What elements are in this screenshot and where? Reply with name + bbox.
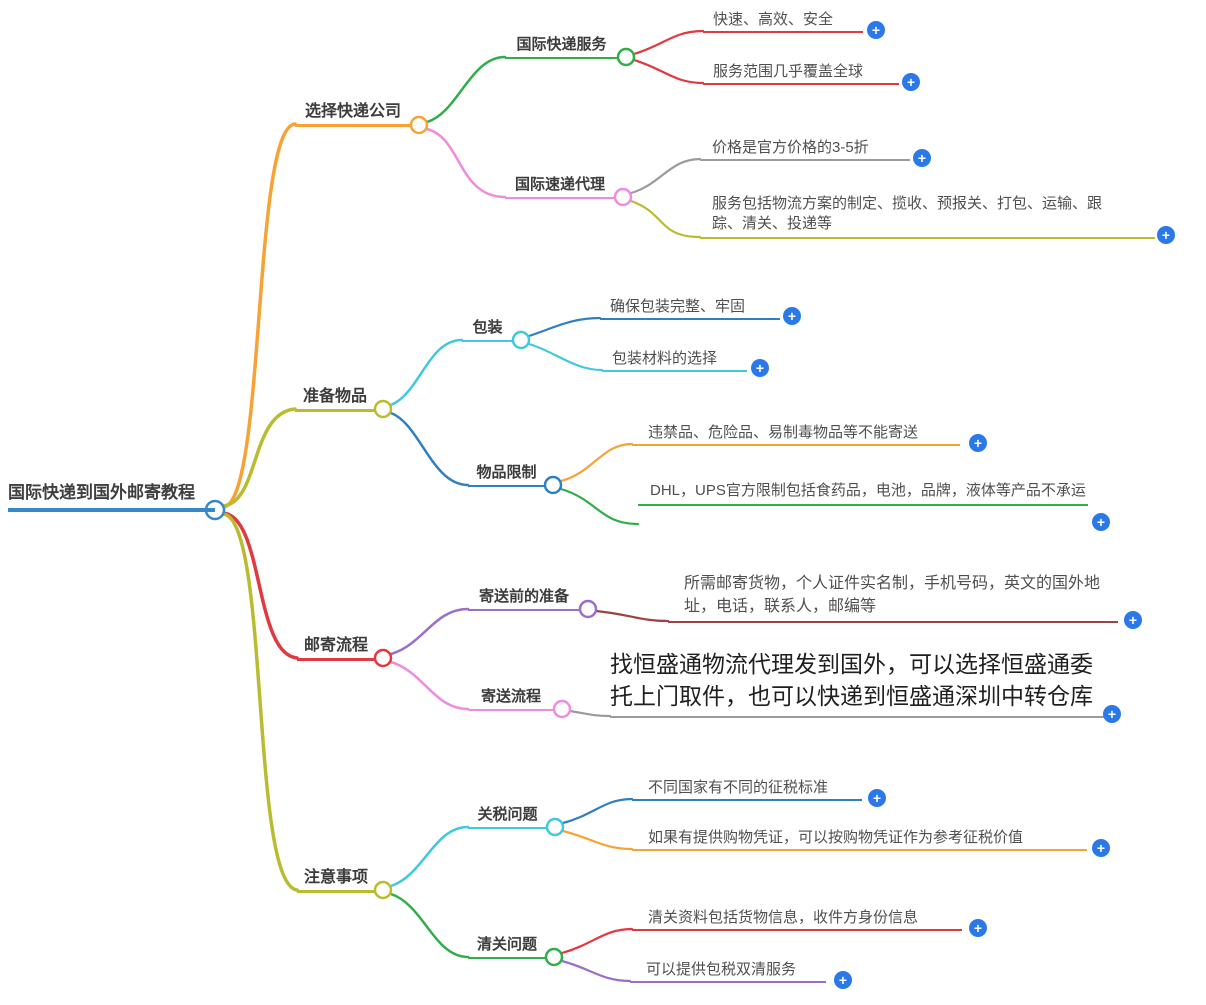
edge-tariff-receipt [561, 829, 634, 851]
leaf-carrier-restrictions[interactable]: DHL，UPS官方限制包括食药品，电池，品牌，液体等产品不承运 [638, 481, 1088, 506]
node-international-express-service[interactable]: 国际快递服务 [505, 35, 618, 59]
edge-root-mailing-process [221, 511, 299, 660]
node-tariff-issues[interactable]: 关税问题 [468, 805, 547, 829]
add-node-button[interactable]: + [868, 789, 886, 807]
edge-root-choose-company [221, 122, 297, 509]
node-handle-item-restrictions[interactable] [543, 475, 563, 495]
add-node-button[interactable]: + [1157, 226, 1175, 244]
node-item-restrictions[interactable]: 物品限制 [468, 463, 545, 487]
edge-tariff-standards [561, 797, 634, 825]
node-handle-prepare-items[interactable] [373, 399, 393, 419]
add-node-button[interactable]: + [783, 307, 801, 325]
node-handle-precautions[interactable] [373, 880, 393, 900]
node-handle-tariff[interactable] [545, 817, 565, 837]
leaf-packaging-materials[interactable]: 包装材料的选择 [602, 349, 747, 372]
node-international-express-agent[interactable]: 国际速递代理 [505, 175, 615, 199]
edge-preparation-required-info [594, 609, 670, 623]
node-handle-express-service[interactable] [616, 47, 636, 67]
edge-root-precautions [221, 512, 299, 892]
node-handle-sending-process[interactable] [552, 699, 572, 719]
add-node-button[interactable]: + [1092, 513, 1110, 531]
add-node-button[interactable]: + [969, 434, 987, 452]
edge-clearance-documents [560, 927, 634, 955]
edge-b1-express-agent [425, 127, 507, 199]
leaf-shopping-receipt-tax-value[interactable]: 如果有提供购物凭证，可以按购物凭证作为参考征税价值 [632, 828, 1087, 851]
edge-service-fast [632, 29, 705, 56]
add-node-button[interactable]: + [1103, 705, 1121, 723]
add-node-button[interactable]: + [1124, 611, 1142, 629]
edge-b2-packaging [389, 338, 464, 407]
node-preparation-before-sending[interactable]: 寄送前的准备 [468, 587, 580, 611]
leaf-secure-packaging[interactable]: 确保包装完整、牢固 [600, 297, 780, 320]
node-handle-packaging[interactable] [511, 330, 531, 350]
edge-b4-clearance [389, 892, 470, 959]
node-sending-process[interactable]: 寄送流程 [468, 687, 554, 711]
add-node-button[interactable]: + [902, 73, 920, 91]
edge-agent-services [629, 199, 702, 239]
edge-agent-price [629, 157, 702, 195]
branch-prepare-items[interactable]: 准备物品 [295, 386, 375, 412]
add-node-button[interactable]: + [751, 359, 769, 377]
edge-b3-sending-process [389, 660, 470, 711]
node-packaging[interactable]: 包装 [462, 318, 513, 342]
node-handle-preparation[interactable] [578, 599, 598, 619]
node-handle-clearance[interactable] [544, 947, 564, 967]
branch-choose-express-company[interactable]: 选择快递公司 [295, 101, 411, 127]
add-node-button[interactable]: + [834, 971, 852, 989]
node-handle-express-agent[interactable] [613, 187, 633, 207]
leaf-tax-standards[interactable]: 不同国家有不同的征税标准 [632, 778, 862, 801]
edge-packaging-secure [527, 316, 602, 338]
edge-restrictions-carrier [559, 487, 640, 526]
leaf-prohibited-items[interactable]: 违禁品、危险品、易制毒物品等不能寄送 [632, 423, 960, 446]
leaf-clearance-documents[interactable]: 清关资料包括货物信息，收件方身份信息 [632, 908, 962, 931]
branch-precautions[interactable]: 注意事项 [297, 867, 375, 893]
add-node-button[interactable]: + [867, 21, 885, 39]
edge-root-prepare-items [221, 407, 297, 508]
edge-b4-tariff [389, 825, 470, 888]
edge-b2-item-restrictions [389, 411, 470, 487]
edge-b3-preparation [389, 607, 470, 656]
leaf-global-coverage[interactable]: 服务范围几乎覆盖全球 [703, 62, 899, 85]
root-topic[interactable]: 国际快递到国外邮寄教程 [8, 481, 215, 512]
node-handle-mailing-process[interactable] [373, 648, 393, 668]
edge-b1-express-service [425, 55, 507, 124]
leaf-required-mailing-info[interactable]: 所需邮寄货物，个人证件实名制，手机号码，英文的国外地址，电话，联系人，邮编等 [668, 572, 1118, 623]
add-node-button[interactable]: + [1092, 839, 1110, 857]
leaf-fast-efficient-safe[interactable]: 快速、高效、安全 [703, 10, 863, 33]
leaf-tax-included-clearance-service[interactable]: 可以提供包税双清服务 [630, 960, 826, 983]
leaf-price-3-5-discount[interactable]: 价格是官方价格的3-5折 [700, 138, 910, 161]
edge-restrictions-prohibited [559, 442, 634, 483]
node-handle-choose-company[interactable] [409, 115, 429, 135]
node-customs-clearance-issues[interactable]: 清关问题 [468, 935, 546, 959]
edge-clearance-tax-service [560, 959, 632, 983]
add-node-button[interactable]: + [913, 149, 931, 167]
edge-packaging-materials [527, 342, 604, 372]
edge-sending-hengshengtong [568, 709, 612, 718]
add-node-button[interactable]: + [969, 919, 987, 937]
leaf-agent-services[interactable]: 服务包括物流方案的制定、揽收、预报关、打包、运输、跟踪、清关、投递等 [700, 194, 1155, 239]
edge-service-coverage [632, 58, 705, 85]
leaf-hengshengtong-logistics[interactable]: 找恒盛通物流代理发到国外，可以选择恒盛通委托上门取件，也可以快递到恒盛通深圳中转… [610, 648, 1110, 718]
branch-mailing-process[interactable]: 邮寄流程 [297, 635, 375, 661]
